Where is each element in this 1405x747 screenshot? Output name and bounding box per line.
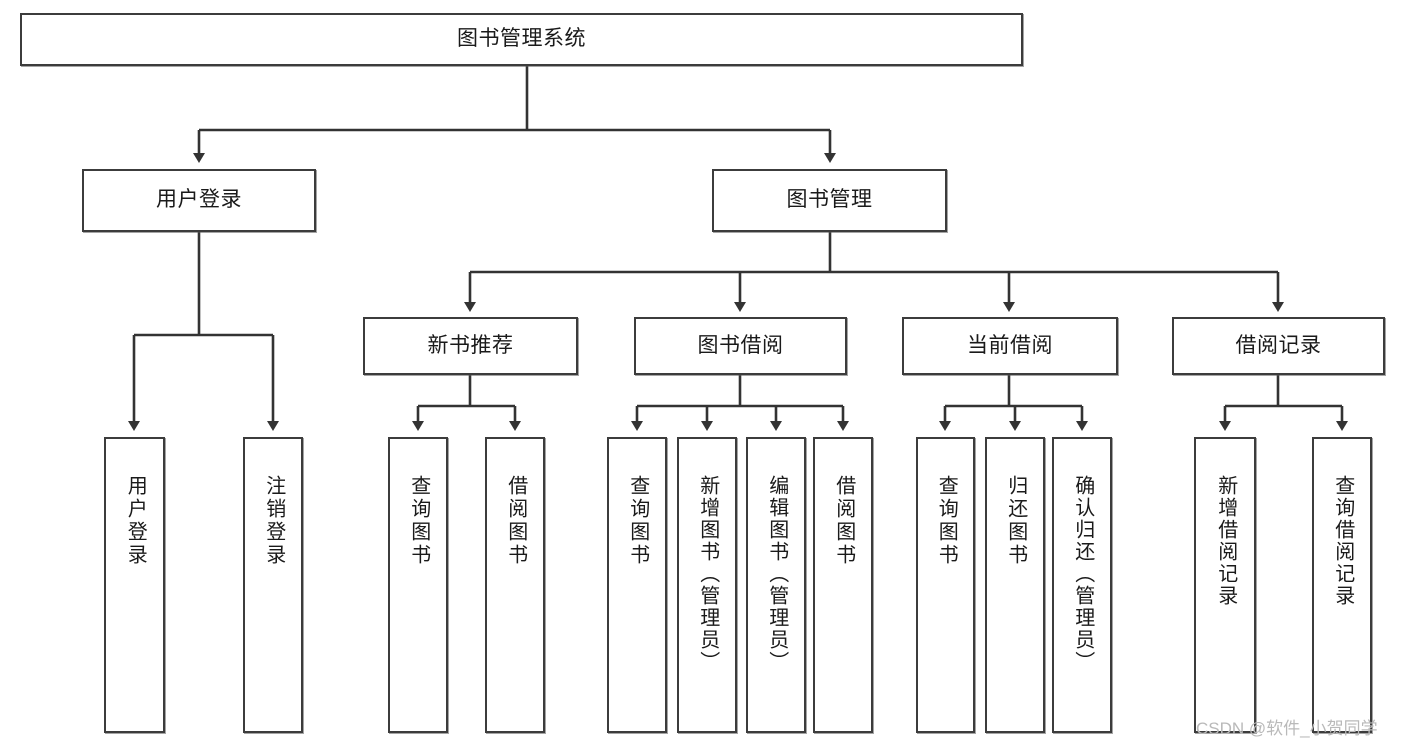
node-leaf-query-book-borrow[interactable]: 查询图书 xyxy=(607,437,667,733)
node-leaf-add-book[interactable]: 新增图书（管理员） xyxy=(677,437,737,733)
node-leaf-user-login[interactable]: 用户登录 xyxy=(104,437,165,733)
node-leaf-user-login-label: 用户登录 xyxy=(124,475,147,567)
node-user-login[interactable]: 用户登录 xyxy=(82,169,316,232)
node-current-borrow-label: 当前借阅 xyxy=(967,333,1053,357)
node-root[interactable]: 图书管理系统 xyxy=(20,13,1023,66)
node-leaf-borrow-book-recommend[interactable]: 借阅图书 xyxy=(485,437,545,733)
node-leaf-borrow-book[interactable]: 借阅图书 xyxy=(813,437,873,733)
node-book-borrow[interactable]: 图书借阅 xyxy=(634,317,847,375)
node-borrow-record-label: 借阅记录 xyxy=(1235,333,1322,357)
node-leaf-query-book-recommend[interactable]: 查询图书 xyxy=(388,437,448,733)
node-leaf-add-book-label: 新增图书（管理员） xyxy=(696,475,719,673)
node-user-login-label: 用户登录 xyxy=(156,188,242,212)
node-leaf-edit-book[interactable]: 编辑图书（管理员） xyxy=(746,437,806,733)
node-leaf-user-logout-label: 注销登录 xyxy=(262,475,285,567)
node-leaf-add-borrow-record-label: 新增借阅记录 xyxy=(1214,475,1237,607)
node-leaf-user-logout[interactable]: 注销登录 xyxy=(243,437,303,733)
node-leaf-query-borrow-record-label: 查询借阅记录 xyxy=(1331,475,1354,607)
node-leaf-confirm-return-label: 确认归还（管理员） xyxy=(1071,475,1094,673)
node-leaf-borrow-book-recommend-label: 借阅图书 xyxy=(504,475,527,567)
node-borrow-record[interactable]: 借阅记录 xyxy=(1172,317,1385,375)
node-leaf-return-book[interactable]: 归还图书 xyxy=(985,437,1045,733)
node-leaf-query-book-recommend-label: 查询图书 xyxy=(407,475,430,567)
node-leaf-query-book-current[interactable]: 查询图书 xyxy=(916,437,975,733)
node-book-manage[interactable]: 图书管理 xyxy=(712,169,947,232)
node-current-borrow[interactable]: 当前借阅 xyxy=(902,317,1118,375)
node-book-borrow-label: 图书借阅 xyxy=(697,333,784,357)
node-leaf-query-book-borrow-label: 查询图书 xyxy=(626,475,649,567)
node-leaf-query-borrow-record[interactable]: 查询借阅记录 xyxy=(1312,437,1372,733)
node-leaf-edit-book-label: 编辑图书（管理员） xyxy=(765,475,788,673)
node-root-label: 图书管理系统 xyxy=(457,27,586,51)
node-leaf-query-book-current-label: 查询图书 xyxy=(935,475,958,567)
node-leaf-confirm-return[interactable]: 确认归还（管理员） xyxy=(1052,437,1112,733)
node-book-manage-label: 图书管理 xyxy=(786,188,873,212)
csdn-watermark: CSDN @软件_小贺同学 xyxy=(1196,719,1378,738)
node-leaf-borrow-book-label: 借阅图书 xyxy=(832,475,855,567)
node-leaf-return-book-label: 归还图书 xyxy=(1004,475,1027,567)
node-leaf-add-borrow-record[interactable]: 新增借阅记录 xyxy=(1194,437,1256,733)
node-new-book-recommend-label: 新书推荐 xyxy=(427,333,514,357)
node-new-book-recommend[interactable]: 新书推荐 xyxy=(363,317,578,375)
